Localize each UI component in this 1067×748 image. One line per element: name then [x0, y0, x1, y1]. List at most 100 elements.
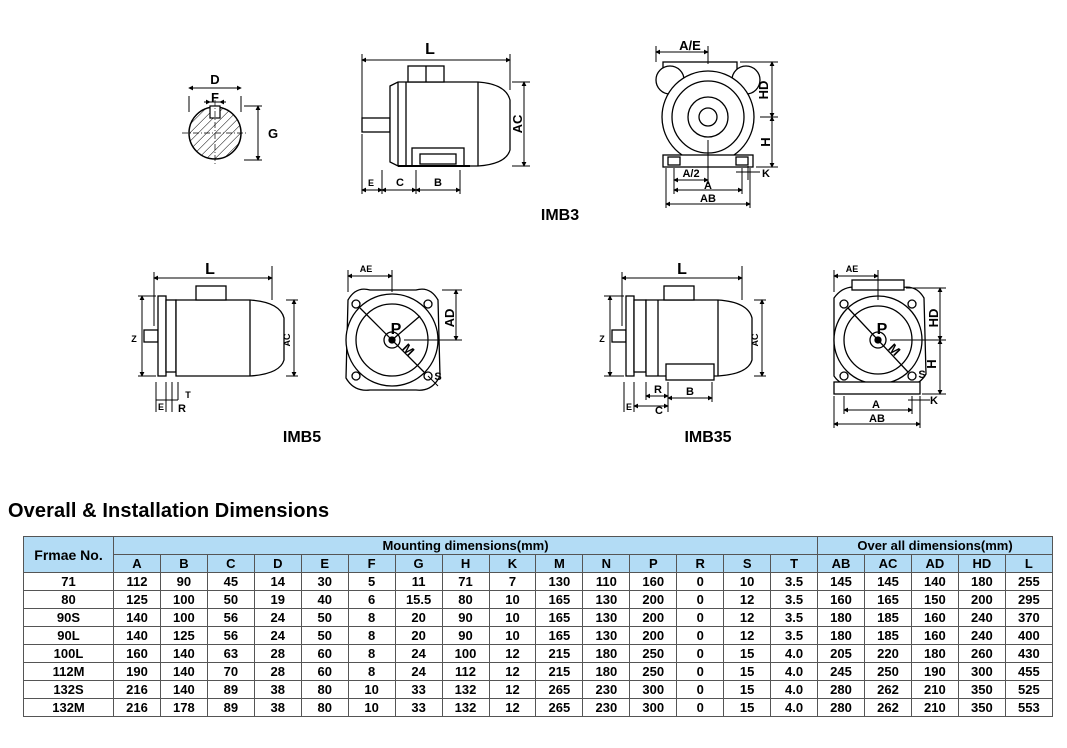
imb3-label-ae: A/E	[679, 38, 701, 53]
imb5-label-z: Z	[131, 334, 137, 344]
imb3-label-k: K	[762, 168, 770, 180]
table-cell: 240	[957, 608, 1006, 627]
table-cell: 90	[441, 626, 490, 645]
shaft-section-diagram	[182, 85, 262, 165]
imb3-label-l: L	[425, 41, 435, 58]
imb35-side-view	[611, 285, 753, 381]
table-cell: 180	[817, 608, 865, 627]
table-cell: 80	[300, 698, 349, 717]
table-cell: 0	[676, 662, 725, 681]
imb35-label-ab: AB	[869, 413, 885, 425]
table-cell: 280	[817, 698, 865, 717]
overall-group-header: Over all dimensions(mm)	[817, 536, 1053, 555]
table-cell: 112	[113, 572, 161, 591]
table-cell: 24	[394, 644, 443, 663]
table-cell: 100	[159, 608, 208, 627]
table-cell: 125	[113, 590, 161, 609]
table-cell: 160	[113, 644, 161, 663]
table-cell: 140	[113, 608, 161, 627]
table-cell: 11	[394, 572, 443, 591]
table-cell: 145	[817, 572, 865, 591]
table-cell: 190	[113, 662, 161, 681]
table-cell: 40	[300, 590, 349, 609]
frame-cell: 112M	[23, 662, 114, 681]
imb35-label-s: S	[918, 369, 925, 381]
table-cell: 15.5	[394, 590, 443, 609]
imb35-label-ac: AC	[750, 333, 760, 346]
table-cell: 3.5	[770, 572, 819, 591]
table-cell: 130	[582, 626, 631, 645]
table-cell: 90	[159, 572, 208, 591]
column-header-m: M	[535, 554, 584, 573]
table-cell: 10	[347, 698, 396, 717]
table-cell: 350	[957, 698, 1006, 717]
table-cell: 4.0	[770, 644, 819, 663]
table-cell: 10	[488, 608, 537, 627]
table-cell: 250	[629, 662, 678, 681]
column-header-c: C	[206, 554, 255, 573]
table-cell: 200	[629, 608, 678, 627]
table-cell: 100	[159, 590, 208, 609]
imb35-label-z: Z	[599, 334, 605, 344]
caption-imb35: IMB35	[684, 429, 731, 446]
table-cell: 180	[910, 644, 959, 663]
table-cell: 50	[300, 608, 349, 627]
header-group-row: Frmae No. Mounting dimensions(mm) Over a…	[23, 536, 1053, 573]
table-cell: 140	[159, 680, 208, 699]
column-header-g: G	[394, 554, 443, 573]
imb3-front-dims	[655, 46, 778, 208]
column-header-k: K	[488, 554, 537, 573]
table-cell: 38	[253, 680, 302, 699]
table-cell: 12	[488, 662, 537, 681]
table-cell: 12	[488, 644, 537, 663]
imb3-label-a: A	[704, 180, 712, 192]
imb5-side-view	[143, 285, 285, 377]
table-cell: 12	[723, 608, 772, 627]
column-header-n: N	[582, 554, 631, 573]
table-cell: 216	[113, 680, 161, 699]
table-cell: 30	[300, 572, 349, 591]
imb5-side-dims	[138, 266, 298, 412]
imb3-label-ac: AC	[510, 114, 525, 133]
imb35-label-ae: AE	[846, 264, 859, 274]
column-header-ab: AB	[817, 554, 865, 573]
table-cell: 190	[910, 662, 959, 681]
table-head: Frmae No. Mounting dimensions(mm) Over a…	[23, 536, 1054, 573]
frame-cell: 132S	[23, 680, 114, 699]
imb35-label-l: L	[677, 261, 687, 278]
column-header-t: T	[770, 554, 819, 573]
imb35-label-a: A	[872, 399, 880, 411]
table-cell: 19	[253, 590, 302, 609]
table-cell: 0	[676, 608, 725, 627]
table-cell: 200	[957, 590, 1006, 609]
table-cell: 28	[253, 662, 302, 681]
table-cell: 12	[723, 590, 772, 609]
table-cell: 12	[488, 680, 537, 699]
table-cell: 300	[957, 662, 1006, 681]
table-cell: 145	[864, 572, 912, 591]
imb5-label-ac: AC	[282, 333, 292, 346]
imb3-label-hd: HD	[756, 81, 771, 100]
table-cell: 112	[441, 662, 490, 681]
table-cell: 553	[1004, 698, 1054, 717]
table-cell: 140	[159, 644, 208, 663]
imb35-label-h: H	[924, 359, 939, 368]
table-cell: 132	[441, 680, 490, 699]
imb3-label-h: H	[758, 137, 773, 146]
table-cell: 3.5	[770, 608, 819, 627]
table-cell: 56	[206, 608, 255, 627]
table-cell: 5	[347, 572, 396, 591]
table-cell: 140	[159, 662, 208, 681]
table-cell: 10	[488, 626, 537, 645]
table-cell: 20	[394, 626, 443, 645]
table-cell: 230	[582, 680, 631, 699]
table-cell: 178	[159, 698, 208, 717]
table-cell: 370	[1004, 608, 1054, 627]
table-cell: 20	[394, 608, 443, 627]
